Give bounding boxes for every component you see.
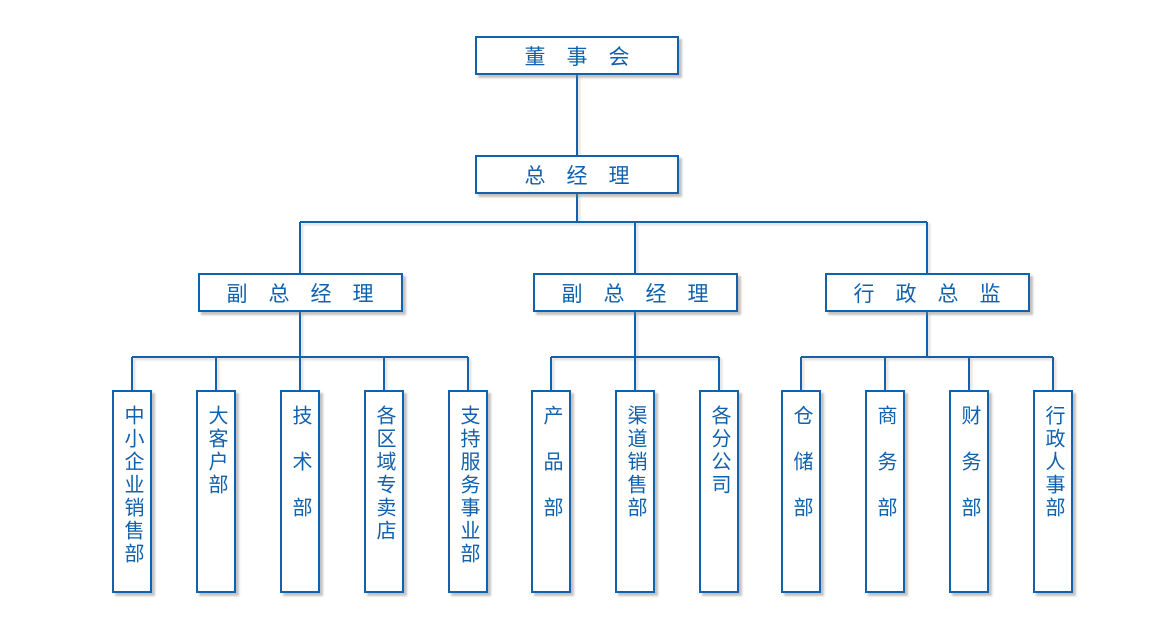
node-commerce-dept: 商 务 部	[865, 390, 905, 593]
node-sme-sales-dept: 中小企业销售部	[112, 390, 152, 593]
node-label: 行政人事部	[1042, 405, 1064, 520]
node-label: 总 经 理	[524, 164, 630, 188]
node-channel-sales-dept: 渠道销售部	[615, 390, 655, 593]
node-technology-dept: 技 术 部	[280, 390, 320, 593]
node-label: 大客户部	[205, 405, 227, 497]
node-deputy-general-manager-1: 副 总 经 理	[197, 273, 403, 312]
node-label: 董 事 会	[524, 45, 630, 69]
node-label: 技 术 部	[289, 405, 311, 520]
node-label: 行 政 总 监	[853, 282, 1001, 306]
node-key-account-dept: 大客户部	[196, 390, 236, 593]
node-regional-stores: 各区域专卖店	[364, 390, 404, 593]
node-admin-director: 行 政 总 监	[824, 273, 1030, 312]
node-label: 产 品 部	[540, 405, 562, 520]
node-label: 商 务 部	[874, 405, 896, 520]
node-label: 仓 储 部	[790, 405, 812, 520]
node-board-of-directors: 董 事 会	[475, 36, 679, 75]
node-finance-dept: 财 务 部	[949, 390, 989, 593]
node-warehouse-dept: 仓 储 部	[781, 390, 821, 593]
node-label: 各区域专卖店	[373, 405, 395, 543]
node-support-service-division: 支持服务事业部	[448, 390, 488, 593]
node-label: 副 总 经 理	[561, 282, 709, 306]
node-label: 各分公司	[708, 405, 730, 497]
node-label: 渠道销售部	[624, 405, 646, 520]
node-label: 支持服务事业部	[457, 405, 479, 566]
node-general-manager: 总 经 理	[475, 155, 679, 194]
node-label: 中小企业销售部	[121, 405, 143, 566]
node-admin-hr-dept: 行政人事部	[1033, 390, 1073, 593]
node-deputy-general-manager-2: 副 总 经 理	[532, 273, 738, 312]
node-label: 副 总 经 理	[226, 282, 374, 306]
node-branch-companies: 各分公司	[699, 390, 739, 593]
node-product-dept: 产 品 部	[531, 390, 571, 593]
node-label: 财 务 部	[958, 405, 980, 520]
